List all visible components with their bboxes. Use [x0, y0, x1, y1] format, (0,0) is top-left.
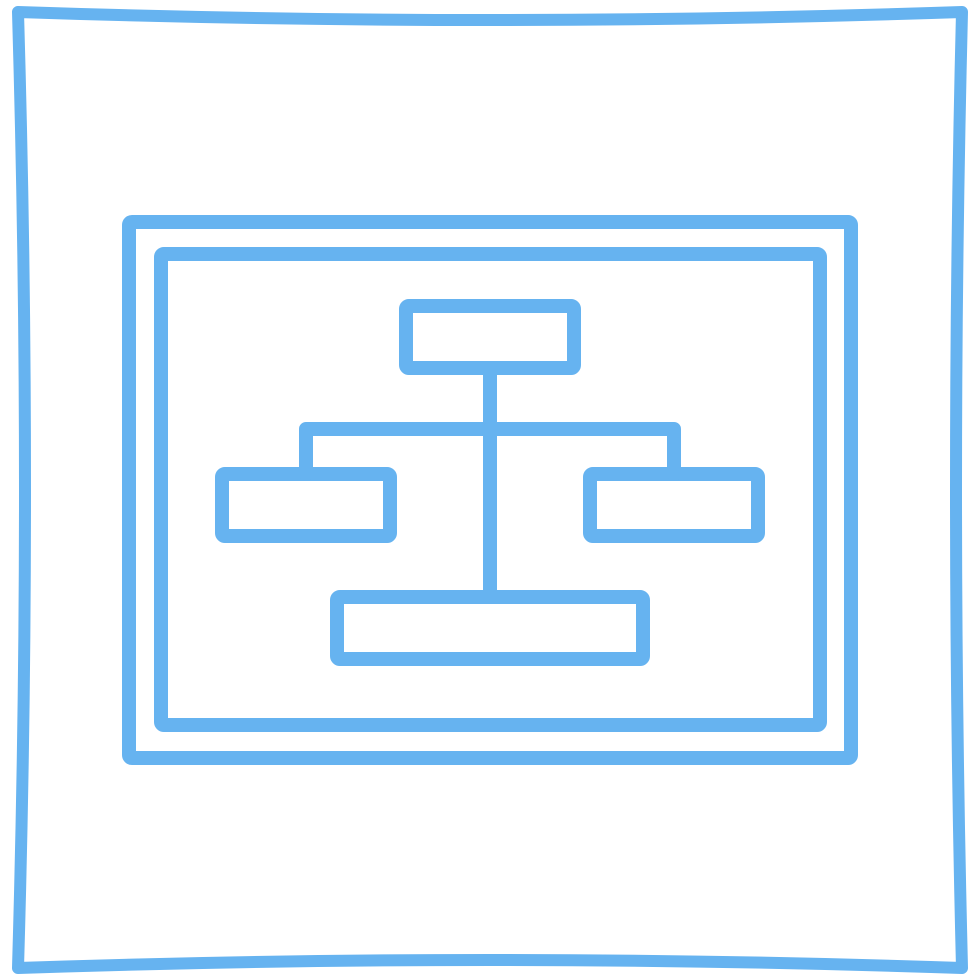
connector-branch-right	[483, 422, 681, 481]
chart-node-left	[215, 467, 397, 543]
chart-node-right	[583, 467, 765, 543]
board-inner-frame	[154, 247, 827, 732]
chart-node-bottom	[330, 590, 650, 666]
chart-node-top	[399, 299, 581, 375]
connector-branch-left	[299, 422, 497, 481]
board-outer-frame	[122, 215, 858, 765]
tile-border-frame	[12, 6, 968, 974]
